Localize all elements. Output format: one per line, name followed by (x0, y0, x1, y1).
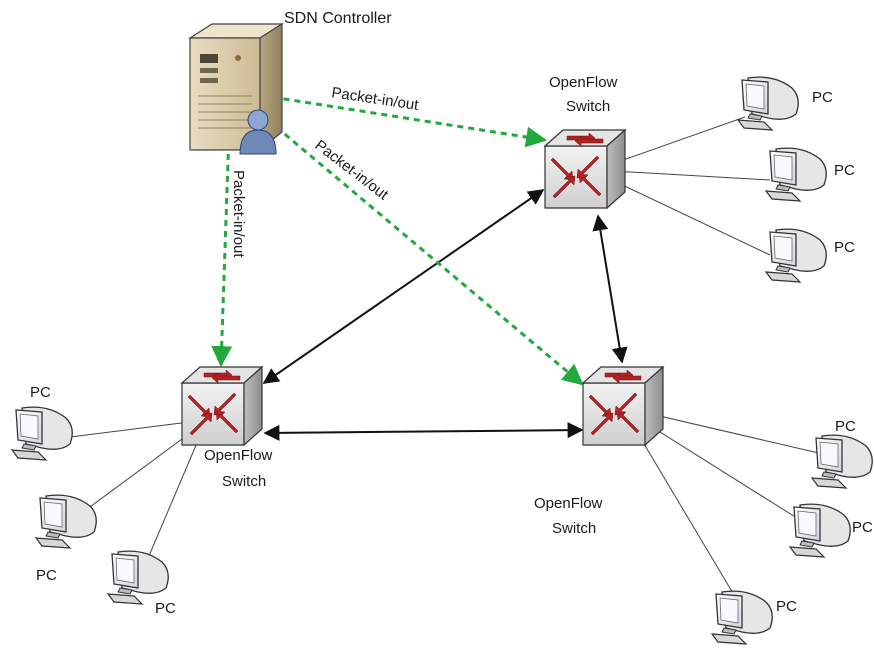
switch-label-line2: Switch (566, 98, 610, 115)
switch-cube-icon (582, 366, 664, 446)
pc-label: PC (835, 418, 856, 435)
control-links (211, 84, 584, 386)
pc-icon (711, 590, 773, 645)
pc: PC (789, 503, 873, 558)
pc-label: PC (834, 162, 855, 179)
pc: PC (737, 76, 833, 131)
switch-label-line1: OpenFlow (549, 74, 618, 91)
switch-cube-icon (181, 366, 263, 446)
data-link-topright-bottomleft (262, 189, 545, 384)
pc: PC (765, 147, 855, 202)
pc-icon (107, 550, 169, 605)
pc: PC (811, 418, 873, 489)
pc-label: PC (776, 598, 797, 615)
control-link-label-bottomleft: Packet-in/out (230, 170, 247, 258)
control-link-to-topright (237, 84, 548, 148)
switch-label-line2: Switch (552, 520, 596, 537)
pc-label: PC (36, 567, 57, 584)
switch-label-line1: OpenFlow (534, 495, 603, 512)
pcs: PC PC PC PC PC PC PC PC (11, 76, 873, 645)
pc-label: PC (834, 239, 855, 256)
server-icon (187, 22, 285, 152)
pc-icon (811, 434, 873, 489)
data-link-topright-bottomright (592, 214, 628, 364)
pc-label: PC (812, 89, 833, 106)
pc-label: PC (155, 600, 176, 617)
data-link-bottomleft-bottomright (263, 422, 584, 441)
pc: PC (765, 228, 855, 283)
data-links (262, 189, 628, 441)
user-icon (239, 109, 277, 155)
pc-icon (789, 503, 851, 558)
pc-icon (11, 406, 73, 461)
pc-label: PC (30, 384, 51, 401)
pc: PC (107, 550, 176, 617)
controller-label: SDN Controller (284, 10, 392, 27)
control-link-to-bottomleft (211, 131, 233, 368)
pc-icon (765, 147, 827, 202)
pc: PC (11, 384, 73, 461)
switch-top-right: OpenFlow Switch (544, 74, 626, 209)
control-link-label-topright: Packet-in/out (330, 84, 420, 114)
pc: PC (35, 494, 97, 584)
pc-icon (765, 228, 827, 283)
switch-label-line2: Switch (222, 473, 266, 490)
pc-links (69, 116, 824, 606)
pc: PC (711, 590, 797, 645)
switch-cube-icon (544, 129, 626, 209)
sdn-controller: SDN Controller (187, 10, 392, 155)
switch-bottom-right: OpenFlow Switch (534, 366, 664, 537)
control-link-label-bottomright: Packet-in/out (312, 137, 392, 204)
pc-icon (35, 494, 97, 549)
pc-label: PC (852, 519, 873, 536)
control-link-to-bottomright (267, 118, 584, 386)
pc-link (142, 423, 206, 571)
switch-label-line1: OpenFlow (204, 447, 273, 464)
switch-bottom-left: OpenFlow Switch (181, 366, 273, 490)
pc-icon (737, 76, 799, 131)
